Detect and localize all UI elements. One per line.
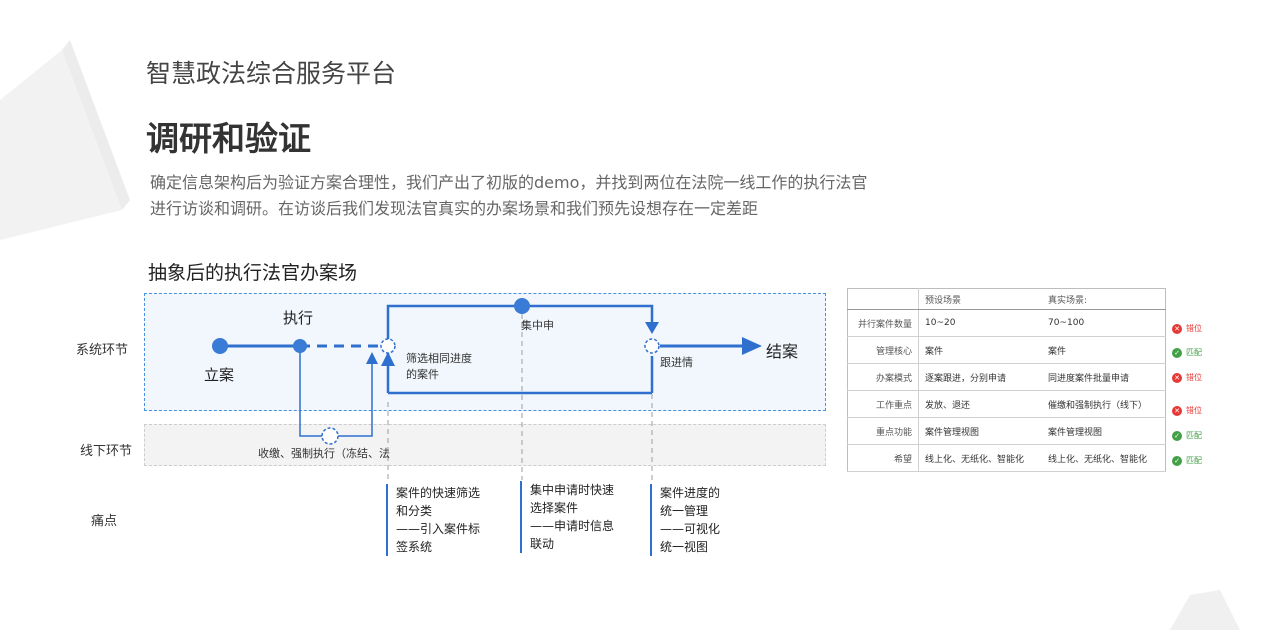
pain-point-2: 集中申请时快速 选择案件 ——申请时信息 联动 [520,481,614,553]
node-filing [212,338,228,354]
status-label: 错位 [1186,324,1202,333]
offline-band [144,424,826,466]
pain-point-line: ——引入案件标 [396,522,481,536]
mismatch-icon: ✕ [1172,372,1182,383]
table-header: 预设场景 [918,288,1042,310]
node-label-execution: 执行 [283,309,314,327]
offline-node [321,427,339,445]
node-label-filter-line: 的案件 [406,368,439,381]
row-label-system: 系统环节 [76,343,129,358]
table-row: 希望 线上化、无纸化、智能化 线上化、无纸化、智能化 [847,444,1166,472]
row-label: 希望 [847,444,919,472]
pain-point-line: ——申请时信息 [530,519,615,533]
status-label: 匹配 [1186,456,1202,465]
row-label-offline: 线下环节 [80,444,133,459]
real-cell: 线上化、无纸化、智能化 [1042,444,1166,472]
node-label-filter: 筛选相同进度 的案件 [406,351,472,383]
status-indicator: ✓ 匹配 [1172,347,1202,358]
match-icon: ✓ [1172,430,1182,441]
page-title: 调研和验证 [146,119,311,158]
node-centralized [514,298,530,314]
preset-cell: 案件管理视图 [918,417,1042,445]
system-band [144,293,826,411]
real-cell: 同进度案件批量申请 [1042,363,1166,391]
description-line: 进行访谈和调研。在访谈后我们发现法官真实的办案场景和我们预先设想存在一定差距 [150,199,759,218]
flow-diagram [212,298,762,480]
platform-subtitle: 智慧政法综合服务平台 [146,59,397,88]
pain-point-line: 统一视图 [660,540,709,554]
preset-cell: 线上化、无纸化、智能化 [918,444,1042,472]
pain-point-line: ——可视化 [660,522,721,536]
node-filter [380,338,396,354]
node-label-follow-up: 跟进情 [660,356,693,369]
diagram-title: 抽象后的执行法官办案场 [148,262,358,284]
table-header: 真实场景: [1042,288,1166,310]
node-execution [293,339,307,353]
row-label: 管理核心 [847,336,919,364]
offline-step-label: 收缴、强制执行（冻结、法 [258,447,390,460]
preset-cell: 10~20 [918,309,1042,337]
match-icon: ✓ [1172,347,1182,358]
node-label-filter-line: 筛选相同进度 [406,352,472,365]
node-follow-up [644,338,660,354]
pain-point-line: 和分类 [396,504,433,518]
pain-point-line: 签系统 [396,540,433,554]
page-description: 确定信息架构后为验证方案合理性，我们产出了初版的demo，并找到两位在法院一线工… [150,170,980,222]
description-line: 确定信息架构后为验证方案合理性，我们产出了初版的demo，并找到两位在法院一线工… [150,173,868,192]
row-label-pain: 痛点 [91,514,118,529]
preset-cell: 逐案跟进，分别申请 [918,363,1042,391]
offline-loop-line [299,346,373,437]
end-arrowhead [742,337,762,355]
comparison-table: 预设场景 真实场景: 并行案件数量 10~20 70~100 管理核心 案件 案… [847,288,1166,472]
row-label: 重点功能 [847,417,919,445]
table-row: 重点功能 案件管理视图 案件管理视图 [847,417,1166,445]
pain-point-line: 统一管理 [660,504,709,518]
status-label: 错位 [1186,373,1202,382]
node-label-closed: 结案 [766,342,799,361]
pain-point-1: 案件的快速筛选 和分类 ——引入案件标 签系统 [386,484,480,556]
node-label-filing: 立案 [204,366,235,384]
row-label: 办案模式 [847,363,919,391]
status-indicator: ✕ 错位 [1172,372,1202,383]
status-label: 错位 [1186,406,1202,415]
status-indicator: ✓ 匹配 [1172,455,1202,466]
pain-point-line: 集中申请时快速 [530,483,615,497]
table-header [847,288,919,310]
node-label-centralized: 集中申 [521,319,554,332]
table-header-row: 预设场景 真实场景: [847,288,1166,310]
background-shape [0,40,130,240]
status-indicator: ✕ 错位 [1172,405,1202,416]
table-row: 管理核心 案件 案件 [847,336,1166,364]
table-row: 并行案件数量 10~20 70~100 [847,309,1166,337]
status-indicator: ✓ 匹配 [1172,430,1202,441]
row-label: 并行案件数量 [847,309,919,337]
status-label: 匹配 [1186,431,1202,440]
table-row: 办案模式 逐案跟进，分别申请 同进度案件批量申请 [847,363,1166,391]
pain-point-line: 选择案件 [530,501,579,515]
background-shape-corner [1170,590,1240,630]
pain-point-3: 案件进度的 统一管理 ——可视化 统一视图 [650,484,720,556]
pain-point-line: 案件的快速筛选 [396,486,481,500]
row-label: 工作重点 [847,390,919,418]
real-cell: 70~100 [1042,309,1166,337]
loop-arrowhead-down [645,322,659,334]
real-cell: 案件 [1042,336,1166,364]
match-icon: ✓ [1172,455,1182,466]
preset-cell: 案件 [918,336,1042,364]
status-label: 匹配 [1186,348,1202,357]
mismatch-icon: ✕ [1172,323,1182,334]
mismatch-icon: ✕ [1172,405,1182,416]
offline-loop-arrowhead [366,352,378,364]
pain-point-line: 案件进度的 [660,486,721,500]
preset-cell: 发放、退还 [918,390,1042,418]
pain-point-line: 联动 [530,537,555,551]
table-row: 工作重点 发放、退还 催缴和强制执行（线下） [847,390,1166,418]
status-indicator: ✕ 错位 [1172,323,1202,334]
real-cell: 催缴和强制执行（线下） [1042,390,1166,418]
real-cell: 案件管理视图 [1042,417,1166,445]
loop-arrowhead-up [381,352,395,366]
